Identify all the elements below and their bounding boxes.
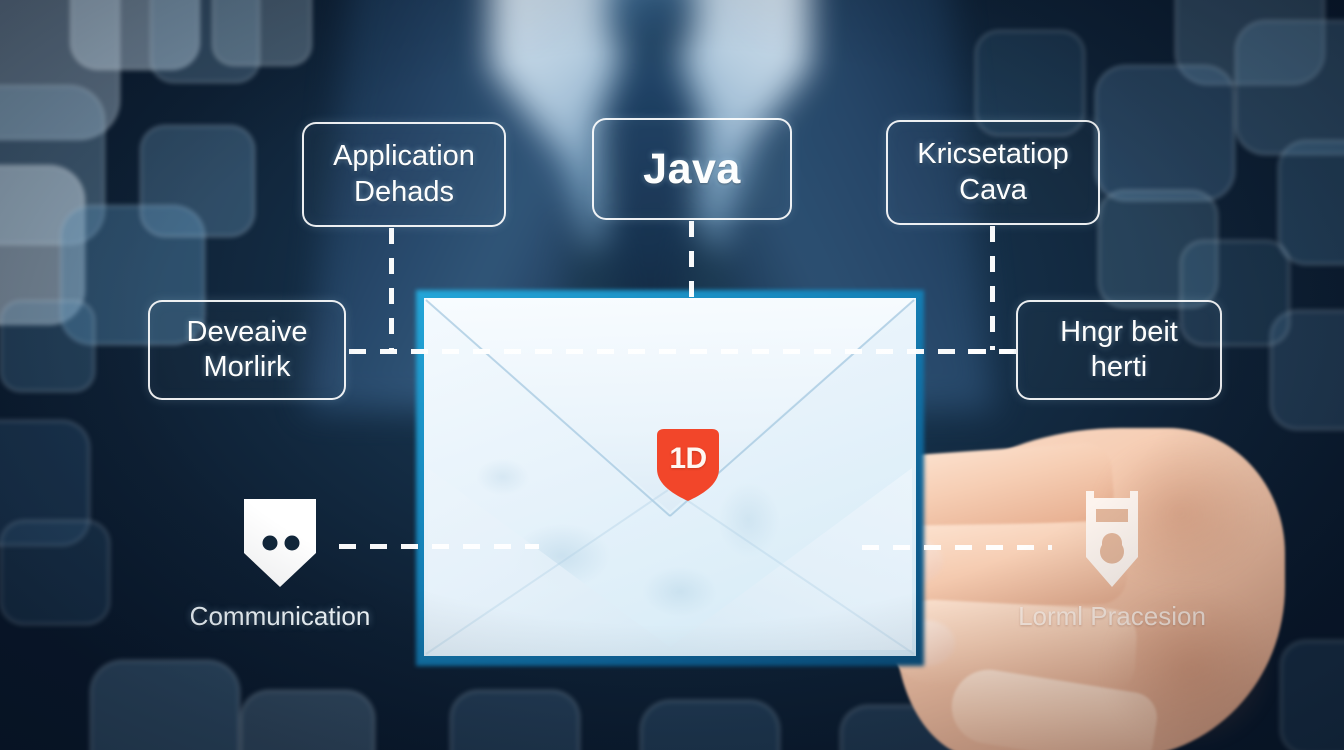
node-caption: Lorml Pracesion	[1018, 601, 1206, 631]
bokeh-shape	[1235, 20, 1344, 155]
envelope-security-badge[interactable]: 1D	[651, 425, 725, 503]
node-application-demands[interactable]: Application Dehads	[302, 122, 506, 227]
bokeh-shape	[1098, 190, 1218, 308]
badge-label: 1D	[669, 442, 707, 475]
node-label-line2: herti	[1090, 351, 1148, 383]
shield-icon	[657, 429, 719, 501]
bokeh-shape	[0, 300, 95, 392]
bokeh-shape	[450, 690, 580, 750]
shield-dots-icon	[244, 499, 316, 587]
bokeh-shape	[140, 125, 255, 237]
connector-bottom-horizontal-right	[862, 545, 1052, 550]
bokeh-shape	[1270, 310, 1344, 430]
bokeh-shape	[1280, 640, 1344, 750]
connector-kric-vertical	[990, 226, 995, 350]
bokeh-shape	[0, 520, 110, 625]
node-label-line1: Hngr beit	[1060, 315, 1178, 348]
node-caption: Communication	[189, 601, 371, 631]
bokeh-shape	[0, 0, 120, 140]
bokeh-shape	[240, 690, 375, 750]
bokeh-shape	[0, 85, 105, 245]
node-label-line2: Morlirk	[203, 351, 291, 383]
node-java[interactable]: Java	[592, 118, 792, 220]
node-local-precision[interactable]: Lorml Pracesion	[1000, 487, 1224, 632]
bokeh-shape	[1180, 240, 1290, 346]
bokeh-shape	[1278, 140, 1344, 265]
bokeh-shape	[0, 420, 90, 546]
connector-java-vertical	[689, 221, 694, 301]
node-communication[interactable]: Communication	[178, 495, 382, 632]
bokeh-shape	[70, 0, 200, 70]
node-kricsetatiop-cava[interactable]: Kricsetatiop Cava	[886, 120, 1100, 225]
hand-holding-envelope	[855, 398, 1285, 750]
node-label-line2: Dehads	[354, 175, 454, 208]
bokeh-shape	[60, 205, 205, 345]
connector-bottom-horizontal-left	[339, 544, 539, 549]
necktie-knot	[608, 0, 694, 58]
lock-badge-icon	[1086, 491, 1138, 587]
bokeh-shape	[150, 0, 260, 83]
bokeh-shape	[640, 700, 780, 750]
node-label-line1: Java	[643, 144, 741, 193]
bokeh-shape	[975, 30, 1085, 136]
bokeh-shape	[90, 660, 240, 750]
connector-mid-horizontal-right	[968, 349, 1020, 354]
bokeh-shape	[1095, 65, 1235, 201]
bokeh-shape	[212, 0, 312, 66]
connector-app-vertical	[389, 228, 394, 350]
knuckle-shadow	[1105, 588, 1275, 748]
node-label-line1: Application	[333, 140, 475, 173]
node-hngr-beit-herti[interactable]: Hngr beit herti	[1016, 300, 1222, 400]
connector-mid-horizontal-left	[349, 349, 1014, 354]
node-label-line1: Deveaive	[186, 315, 308, 348]
node-label-line2: Cava	[959, 173, 1027, 206]
bokeh-shape	[1175, 0, 1325, 85]
node-label-line1: Kricsetatiop	[917, 138, 1069, 171]
node-deveaive-morlirk[interactable]: Deveaive Morlirk	[148, 300, 346, 400]
bokeh-shape	[0, 165, 85, 325]
